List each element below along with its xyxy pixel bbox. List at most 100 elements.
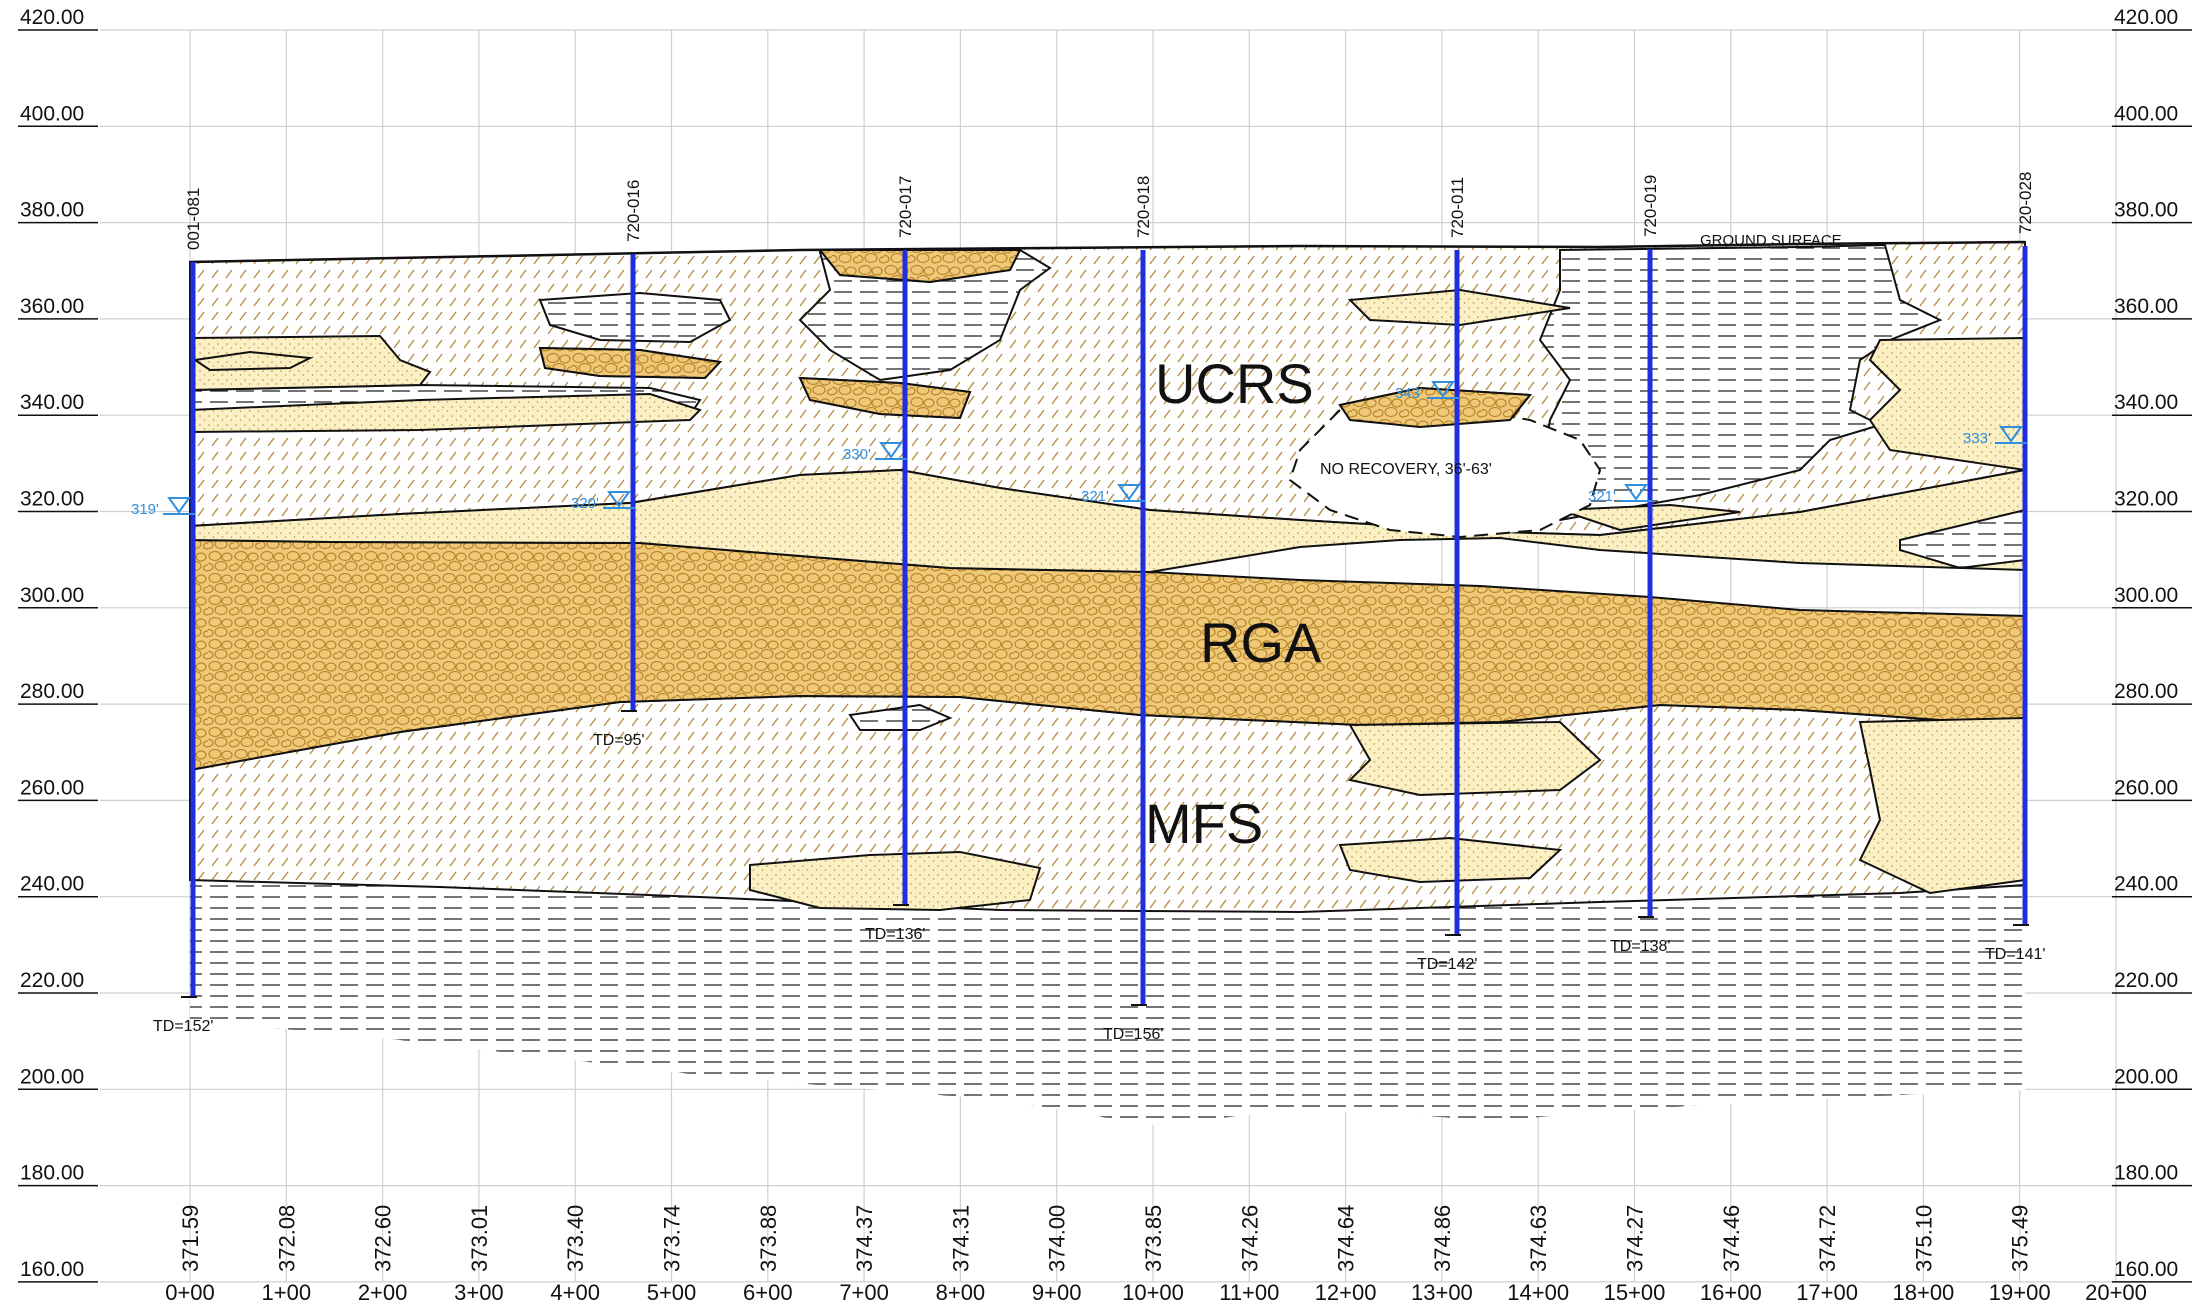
ground-elevation-label: 373.01 (467, 1205, 492, 1272)
elevation-label-left: 260.00 (20, 776, 84, 799)
well-id-label: 720-011 (1448, 177, 1467, 238)
sand-lens-7 (1347, 288, 1571, 327)
elevation-label-left: 380.00 (20, 199, 84, 222)
elevation-label-left: 240.00 (20, 873, 84, 896)
ground-elevation-label: 373.88 (756, 1205, 781, 1272)
water-level-icon (879, 442, 903, 459)
station-label: 13+00 (1411, 1280, 1473, 1305)
elevation-label-left: 320.00 (20, 488, 84, 511)
ground-elevation-label: 374.26 (1237, 1205, 1262, 1272)
ground-elevation-label: 374.64 (1334, 1205, 1359, 1272)
elevation-label-right: 240.00 (2114, 873, 2178, 896)
well-id-label: 720-018 (1134, 176, 1153, 238)
station-label: 12+00 (1315, 1280, 1377, 1305)
gravel-lens-left (538, 346, 723, 380)
gravel-lens-left2 (798, 376, 972, 420)
ground-elevation-label: 374.00 (1045, 1205, 1070, 1272)
ground-elevation-label: 374.31 (948, 1205, 973, 1272)
clay-lens-below-rga-left (848, 703, 953, 731)
mfs-zone (189, 694, 2026, 914)
well-id-label: 720-016 (624, 180, 643, 242)
elevation-label-right: 380.00 (2114, 199, 2178, 222)
elevation-label-left: 220.00 (20, 969, 84, 992)
station-label: 19+00 (1989, 1280, 2051, 1305)
well-id-label: 720-017 (896, 176, 915, 238)
elevation-label-right: 420.00 (2114, 6, 2178, 29)
sand-lens-4 (189, 392, 702, 434)
elevation-label-right: 300.00 (2114, 584, 2178, 607)
sand-lens-2 (192, 350, 314, 372)
unit-label-mfs: MFS (1145, 792, 1263, 855)
station-label: 3+00 (454, 1280, 504, 1305)
well-id-label: 720-019 (1641, 175, 1660, 237)
well-td-label: TD=156' (1103, 1026, 1163, 1043)
ground-surface-label: GROUND SURFACE (1700, 232, 1842, 249)
ground-elevation-label: 375.49 (2008, 1205, 2033, 1272)
station-label: 17+00 (1796, 1280, 1858, 1305)
elevation-label-right: 160.00 (2114, 1258, 2178, 1281)
ground-elevation-label: 371.59 (178, 1205, 203, 1272)
station-label: 7+00 (839, 1280, 889, 1305)
elevation-label-right: 320.00 (2114, 488, 2178, 511)
station-label: 6+00 (743, 1280, 793, 1305)
station-label: 11+00 (1219, 1280, 1279, 1305)
unit-label-rga: RGA (1200, 611, 1322, 674)
elevation-label-right: 220.00 (2114, 969, 2178, 992)
ground-elevation-label: 373.74 (660, 1205, 685, 1272)
station-label: 0+00 (165, 1280, 215, 1305)
elevation-label-right: 260.00 (2114, 776, 2178, 799)
elevation-label-left: 200.00 (20, 1065, 84, 1088)
water-level-label: 321' (1588, 488, 1616, 505)
ground-elevation-label: 374.86 (1430, 1205, 1455, 1272)
no-recovery-label: NO RECOVERY, 36'-63' (1320, 461, 1492, 478)
well-td-label: TD=141' (1985, 946, 2045, 963)
geologic-units (189, 240, 2026, 1125)
sand-lens-14 (1858, 716, 2026, 895)
elevation-label-right: 400.00 (2114, 102, 2178, 125)
water-level-icon (607, 491, 631, 508)
wells-group: 001-081TD=152'319'720-016TD=95'320'720-0… (131, 172, 2045, 1043)
sand-lens-12 (1338, 836, 1563, 884)
water-level-icon (1117, 484, 1141, 501)
gravel-lens-top (817, 249, 1022, 284)
ground-elevation-label: 374.37 (852, 1205, 877, 1272)
well-td-label: TD=142' (1417, 956, 1477, 973)
water-level-icon (1624, 484, 1648, 501)
well-td-label: TD=152' (153, 1018, 213, 1035)
sand-lens-1 (189, 334, 432, 392)
station-label: 14+00 (1507, 1280, 1569, 1305)
station-label: 18+00 (1893, 1280, 1955, 1305)
clay-lens-far-right (1899, 508, 2026, 570)
water-level-label: 319' (131, 501, 159, 518)
ground-elevation-label: 375.10 (1911, 1205, 1936, 1272)
sand-lens-10 (1868, 336, 2026, 472)
ground-elevation-label: 372.60 (371, 1205, 396, 1272)
ground-elevation-label: 374.27 (1623, 1205, 1648, 1272)
elevation-label-left: 160.00 (20, 1258, 84, 1281)
elevation-label-right: 360.00 (2114, 295, 2178, 318)
gravel-lens-mid (1338, 386, 1532, 429)
elevation-label-left: 340.00 (20, 391, 84, 414)
elevation-label-right: 280.00 (2114, 680, 2178, 703)
elevation-label-left: 180.00 (20, 1162, 84, 1185)
ground-elevation-label: 374.72 (1815, 1205, 1840, 1272)
station-label: 16+00 (1700, 1280, 1762, 1305)
elevation-label-left: 300.00 (20, 584, 84, 607)
no-recovery-zone (1288, 409, 1602, 539)
station-label: 10+00 (1122, 1280, 1184, 1305)
station-label: 9+00 (1032, 1280, 1082, 1305)
water-level-label: 333' (1963, 430, 1991, 447)
ground-elevation-label: 373.40 (563, 1205, 588, 1272)
station-label: 15+00 (1604, 1280, 1666, 1305)
unit-label-ucrs: UCRS (1155, 352, 1314, 415)
elevation-label-left: 360.00 (20, 295, 84, 318)
station-label: 5+00 (647, 1280, 697, 1305)
